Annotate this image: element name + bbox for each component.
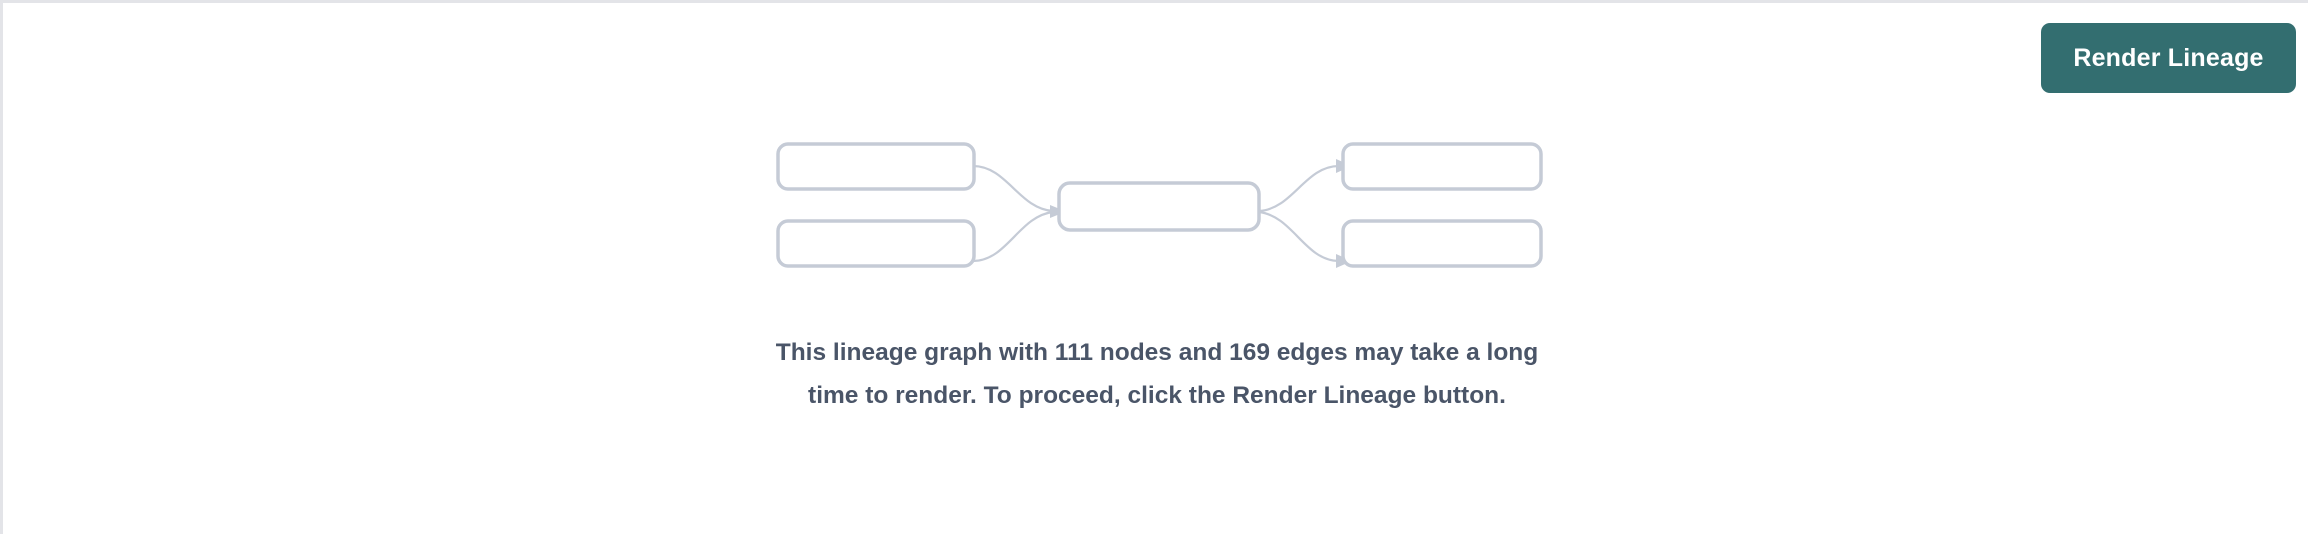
lineage-empty-state: This lineage graph with 111 nodes and 16… bbox=[3, 3, 2308, 534]
lineage-empty-state-message: This lineage graph with 111 nodes and 16… bbox=[775, 339, 1539, 409]
placeholder-node-upstream-2 bbox=[776, 219, 976, 268]
graph-arrowhead-into-downstream-2 bbox=[1336, 254, 1352, 268]
placeholder-node-upstream-1 bbox=[776, 142, 976, 191]
graph-edge-upstream-2-to-focus bbox=[972, 210, 1054, 263]
render-lineage-button[interactable]: Render Lineage bbox=[2041, 23, 2296, 93]
graph-arrowhead-into-downstream-1 bbox=[1336, 159, 1352, 173]
placeholder-node-focus bbox=[1057, 181, 1261, 232]
placeholder-node-downstream-1 bbox=[1341, 142, 1543, 191]
graph-edge-upstream-1-to-focus bbox=[972, 164, 1054, 213]
graph-edge-focus-to-downstream-1 bbox=[1258, 164, 1340, 213]
graph-arrowhead-into-focus bbox=[1050, 205, 1066, 218]
placeholder-lineage-graph bbox=[757, 121, 1557, 286]
graph-edge-focus-to-downstream-2 bbox=[1258, 210, 1340, 263]
placeholder-node-downstream-2 bbox=[1341, 219, 1543, 268]
